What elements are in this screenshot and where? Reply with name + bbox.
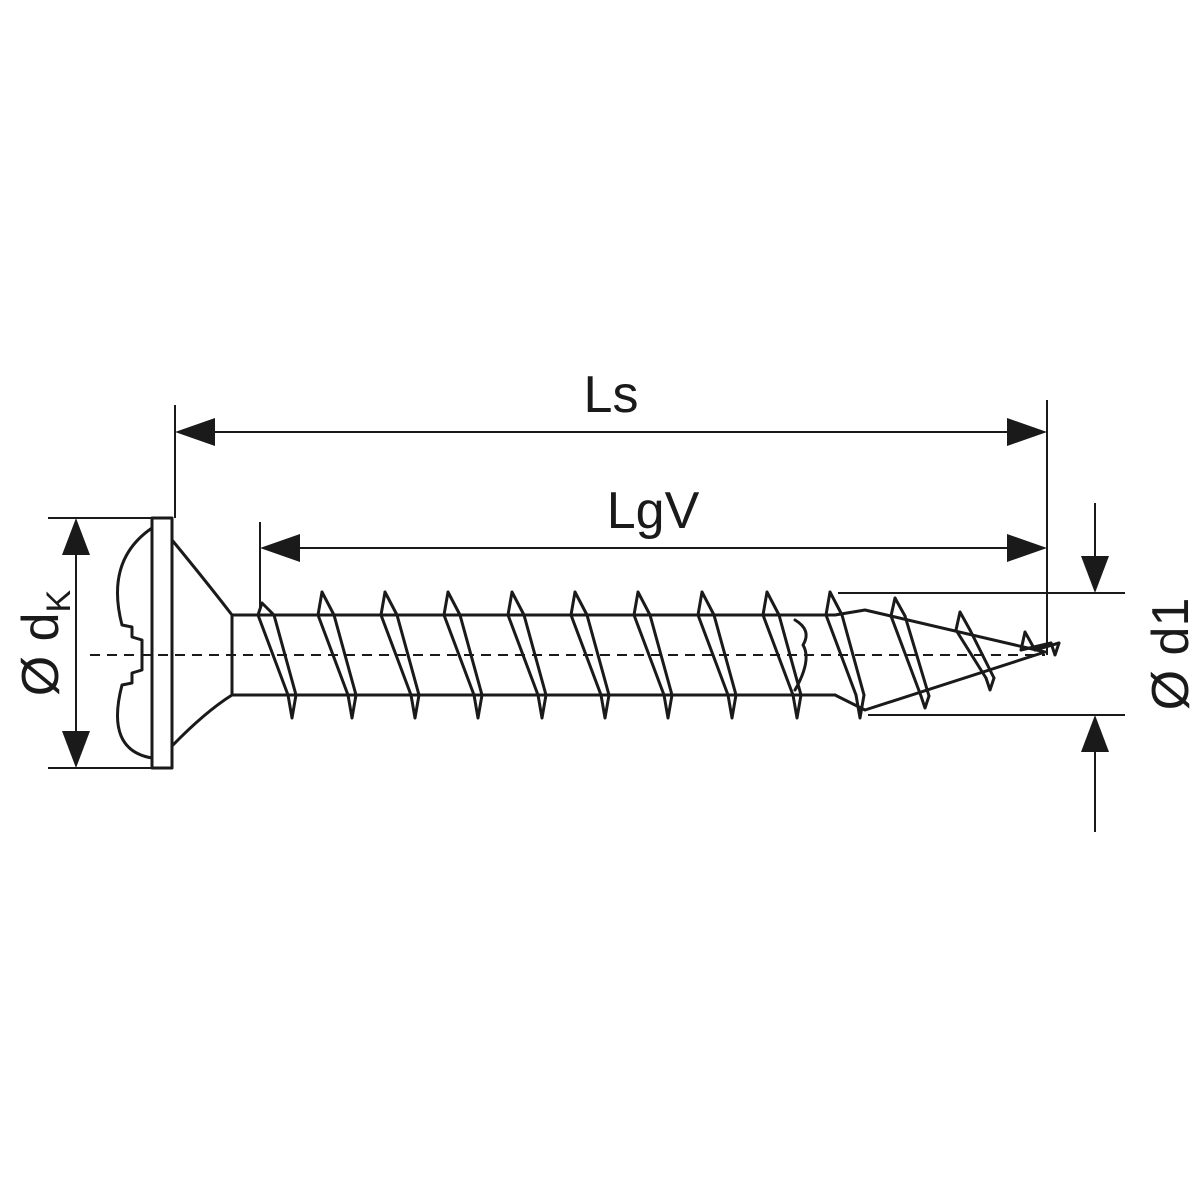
tip-thread-bottom: [984, 676, 996, 692]
tip-thread-flank: [889, 614, 931, 698]
thread-crest-bottom: [662, 693, 674, 720]
dimension-lgv: LgV: [259, 482, 1047, 610]
thread-crest-bottom: [599, 693, 611, 720]
thread-crest-top: [569, 590, 589, 617]
thread-crest-top: [442, 590, 462, 617]
thread-flank: [761, 613, 803, 697]
tip-thread-bottom: [1049, 641, 1061, 657]
thread-flank: [442, 613, 484, 697]
head-countersink-bottom: [170, 693, 234, 748]
thread-flank: [316, 613, 358, 697]
thread-crest-bottom: [854, 693, 866, 720]
tip-thread-flank: [954, 628, 996, 680]
ls-arrow-left: [175, 418, 215, 446]
dk-label: Ø dK: [12, 589, 78, 696]
dimension-ls: Ls: [174, 366, 1048, 655]
thread-crest-bottom: [409, 693, 421, 720]
tip-thread-crest: [889, 596, 907, 618]
screw-head: [115, 516, 234, 770]
thread-crest-bottom: [726, 693, 738, 720]
thread-flank: [632, 613, 674, 697]
lgv-label: LgV: [607, 482, 700, 540]
thread-flank: [824, 613, 866, 697]
thread-flank: [506, 613, 548, 697]
thread-crest-top: [506, 590, 526, 617]
thread-crest-top: [316, 590, 336, 617]
screw-tip-body: [833, 608, 1047, 712]
thread-crest-bottom: [536, 693, 548, 720]
lgv-arrow-right: [1007, 534, 1047, 562]
dimension-thread-diameter: Ø d1: [838, 503, 1200, 832]
thread-profile: [256, 590, 1061, 720]
d1-label: Ø d1: [1142, 598, 1200, 711]
thread-crest-top: [632, 590, 652, 617]
dk-arrow-top: [62, 518, 90, 555]
head-countersink-top: [170, 538, 234, 617]
dk-arrow-bottom: [62, 731, 90, 768]
tip-thread-bottom: [919, 694, 931, 710]
head-washer-flange: [150, 516, 174, 770]
thread-crest-top: [761, 590, 781, 617]
d1-arrow-top: [1081, 556, 1109, 593]
head-dome-outline: [115, 526, 154, 760]
thread-crest-bottom: [791, 693, 803, 720]
ls-label: Ls: [584, 366, 639, 424]
thread-crest-bottom: [286, 693, 298, 720]
thread-flank: [696, 613, 738, 697]
dimension-head-diameter: Ø dK: [12, 517, 152, 769]
thread-flank: [569, 613, 611, 697]
thread-crest-top: [824, 590, 844, 617]
thread-crest-top: [696, 590, 716, 617]
shank-notch: [793, 618, 808, 692]
thread-crest-bottom: [346, 693, 358, 720]
thread-crest-top: [379, 590, 399, 617]
thread-crest-bottom: [472, 693, 484, 720]
thread-flank: [379, 613, 421, 697]
d1-arrow-bottom: [1081, 715, 1109, 752]
thread-flank: [256, 613, 298, 697]
tip-thread-crest: [954, 610, 972, 632]
lgv-arrow-left: [260, 534, 300, 562]
ls-arrow-right: [1007, 418, 1047, 446]
